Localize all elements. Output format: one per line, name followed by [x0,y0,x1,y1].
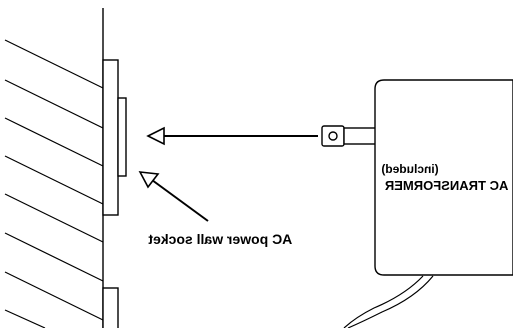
arrow-icon [146,126,165,146]
wall-hatching [4,39,104,328]
transformer-cable [343,275,434,328]
socket-label: AC power wall socket [148,231,292,247]
plug-arrow [146,126,318,146]
plug-icon [321,125,377,147]
socket-label-arrow [138,171,209,222]
transformer-label-title: AC TRANSFORMER [384,178,508,193]
transformer-body [374,79,513,276]
lower-socket-plate [102,287,119,328]
wall-socket-plate [102,59,119,216]
arrow-icon [138,171,160,189]
wall-socket-outlet [117,97,127,177]
transformer-label-included: (included) [381,162,438,176]
